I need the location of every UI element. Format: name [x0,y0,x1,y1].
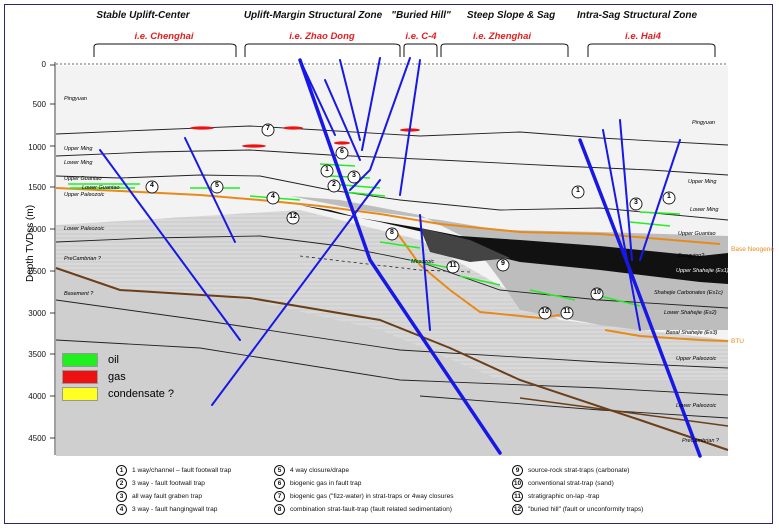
layer-label: Upper Guantao [678,231,716,237]
layer-label: Upper Paleozoic [64,192,105,198]
zone-braces [93,43,716,57]
trap-marker: 1 [325,166,329,173]
layer-label: Mesozoic [411,259,435,265]
zone-sub-chenghai: i.e. Chenghai [134,31,194,42]
btu-label: BTU [731,338,744,345]
zone-sub-c4: i.e. C-4 [405,31,437,42]
trap-marker: 5 [215,182,219,189]
y-tick: 1500 [28,183,46,192]
legend-label: gas [108,370,126,383]
trap-marker: 11 [563,308,571,315]
legend: oil gas condensate ? [62,351,174,402]
condensate-swatch [62,386,98,401]
layer-label: Lower Paleozoic [676,403,717,409]
layer-label: Upper Guantao [64,176,102,182]
oil-swatch [62,352,98,367]
y-tick: 3500 [28,350,46,359]
zone-title-buried-hill: "Buried Hill" [391,10,451,21]
trap-markers [145,123,676,320]
zone-sub-zhaodong: i.e. Zhao Dong [289,31,355,42]
layer-label: Dongying? [678,253,705,259]
legend-label: oil [108,353,120,366]
legend-item-condensate: condensate ? [62,385,174,402]
layer-label: Lower Shahejie (Es2) [664,310,717,316]
gas-swatch [62,369,98,384]
layer-label: Lower Paleozoic [64,226,105,232]
trap-marker: 7 [266,125,270,132]
layer-label: Pingyuan [64,96,87,102]
trap-marker: 4 [150,182,154,189]
zone-title-intra-sag: Intra-Sag Structural Zone [576,10,698,21]
trap-marker: 1 [667,193,671,200]
y-tick: 500 [32,100,46,109]
legend-label: condensate ? [108,387,175,400]
trap-marker: 10 [541,308,549,315]
layer-label: Basement ? [64,291,94,297]
trap-marker: 3 [634,199,638,206]
y-tick: 4500 [28,434,46,443]
layer-label: Lower Ming [690,207,719,213]
layer-label: Basal Shahejie (Es3) [666,330,718,336]
legend-item-oil: oil [62,351,174,368]
trap-key-12: 12"buried hill" (fault or unconformity t… [512,504,644,515]
trap-marker: 6 [340,148,344,155]
legend-item-gas: gas [62,368,174,385]
layer-label: Lower Ming [64,160,93,166]
layer-label: Pingyuan [692,120,715,126]
y-tick: 3000 [28,309,46,318]
layer-label: PreCambrian ? [682,438,719,444]
layer-label: Upper Ming [64,146,93,152]
trap-marker: 8 [390,229,394,236]
y-tick: 1000 [28,143,46,152]
trap-marker: 10 [593,289,601,296]
zone-title-uplift-margin: Uplift-Margin Structural Zone [243,10,383,21]
zone-title-steep-slope: Steep Slope & Sag [466,10,556,21]
y-tick: 2000 [28,225,46,234]
zone-sub-zhenghai: i.e. Zhenghai [472,31,532,42]
trap-marker: 11 [449,262,457,269]
layer-label: Upper Paleozoic [676,356,717,362]
trap-marker: 3 [352,172,356,179]
zone-sub-hai4: i.e. Hai4 [625,31,661,42]
y-tick: 2500 [28,267,46,276]
layer-label: Shahejie Carbonates (Es1c) [654,290,723,296]
layer-label: PreCambrian ? [64,256,101,262]
trap-marker: 4 [271,193,275,200]
trap-marker: 2 [332,181,336,188]
gas-shows [190,126,420,148]
base-neogene-label: Base Neogene [731,246,775,253]
layer-label: Upper Ming [688,179,717,185]
figure-frame [4,4,773,524]
faults [99,57,702,458]
layer-label: Lower Guantao [82,185,120,191]
y-tick: 0 [41,60,46,69]
trap-marker: 12 [289,213,297,220]
y-tick: 4000 [28,392,46,401]
trap-marker: 1 [576,187,580,194]
layer-label: Upper Shahejie (Es1) [676,268,729,274]
zone-title-stable-uplift: Stable Uplift-Center [96,10,190,21]
trap-marker: 9 [501,260,505,267]
